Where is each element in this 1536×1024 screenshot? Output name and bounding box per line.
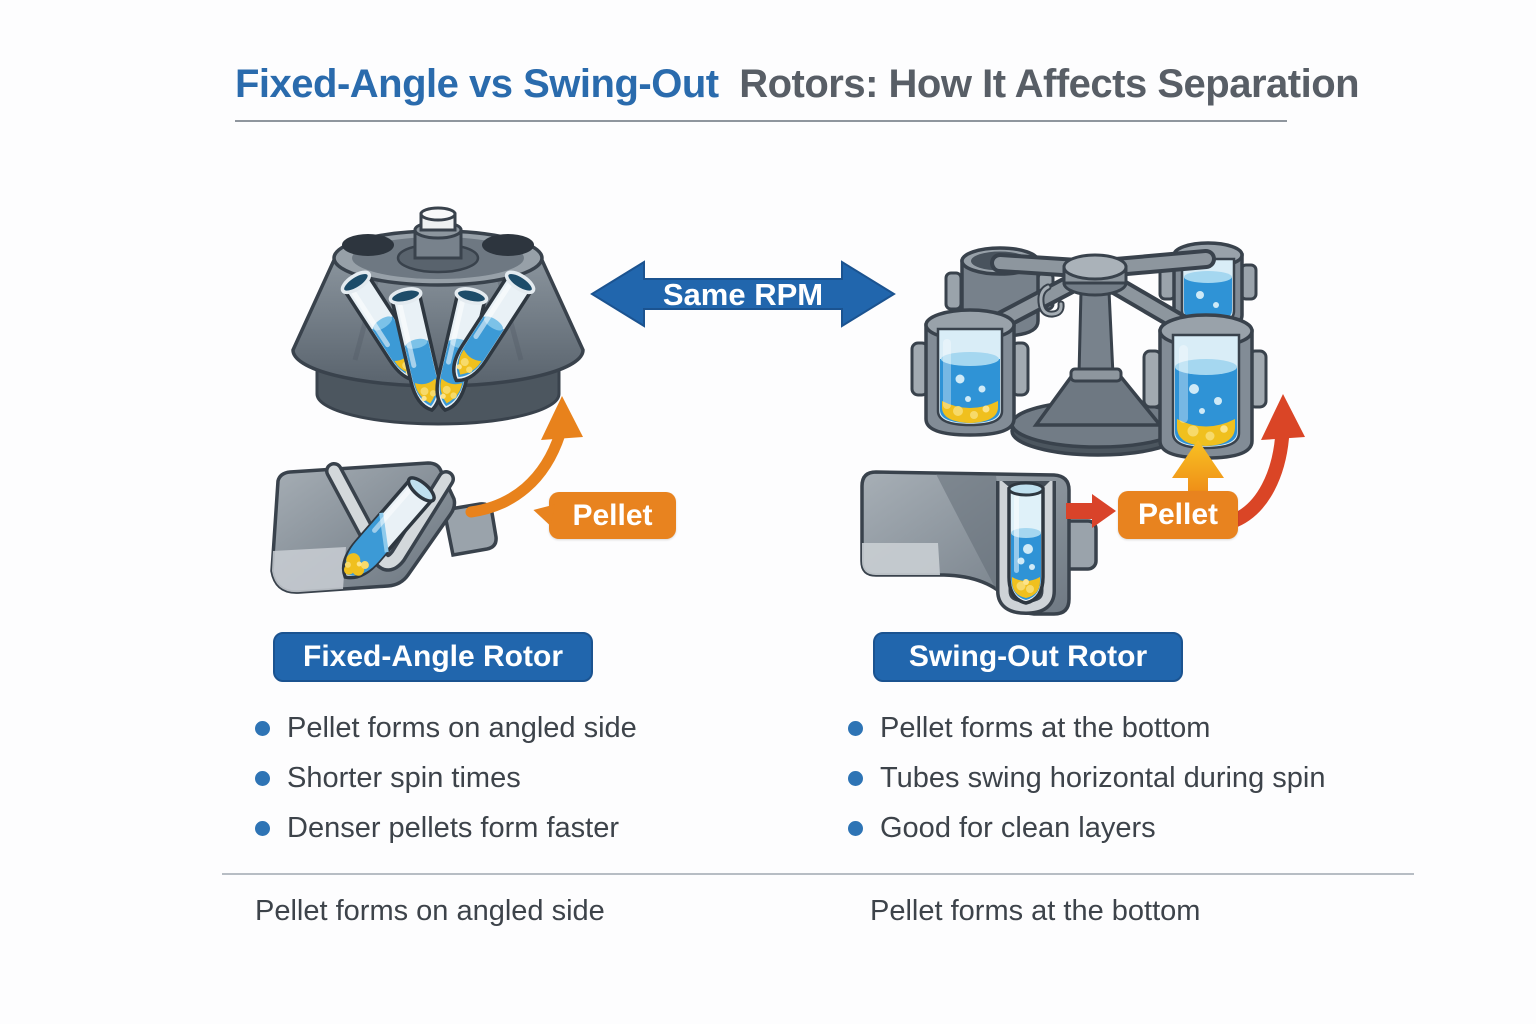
page-title: Fixed-Angle vs Swing-Out Rotors: How It …: [235, 58, 1360, 110]
list-item: Pellet forms on angled side: [255, 703, 715, 753]
bullet-text: Pellet forms on angled side: [287, 711, 637, 744]
list-item: Shorter spin times: [255, 753, 715, 803]
list-item: Tubes swing horizontal during spin: [848, 753, 1408, 803]
title-rest: Rotors: How It Affects Separation: [739, 62, 1360, 106]
pellet-pointer-arrow-icon: [1066, 494, 1116, 528]
vertical-tube: [1007, 481, 1045, 605]
list-item: Pellet forms at the bottom: [848, 703, 1408, 753]
angled-tube: [341, 476, 436, 580]
pellet-callout-right: Pellet: [1118, 491, 1238, 539]
pellet-callout-left: Pellet: [549, 492, 676, 539]
swing-bucket-pellet: [910, 308, 1030, 437]
swing-out-rotor-illustration: [910, 241, 1268, 460]
fixed-angle-bullet-list: Pellet forms on angled side Shorter spin…: [255, 703, 715, 853]
rotor-base: [1032, 375, 1164, 427]
bullet-dot-icon: [255, 720, 270, 736]
swing-out-rotor-badge: Swing-Out Rotor: [873, 632, 1183, 682]
bullet-text: Denser pellets form faster: [287, 811, 620, 844]
swing-out-bullet-list: Pellet forms at the bottom Tubes swing h…: [848, 703, 1408, 853]
bullet-dot-icon: [848, 720, 863, 736]
bullet-text: Good for clean layers: [880, 811, 1156, 844]
bullet-text: Pellet forms at the bottom: [880, 711, 1211, 744]
swing-bucket-pellet: [1142, 313, 1268, 460]
pellet-red-curved-arrow-icon: [1225, 394, 1305, 529]
rotor-pivot: [1062, 253, 1128, 281]
same-rpm-arrow-icon: Same RPM: [590, 260, 896, 328]
title-divider: [235, 120, 1287, 122]
swing-out-cutaway-illustration: [860, 470, 1098, 616]
fixed-angle-rotor-badge: Fixed-Angle Rotor: [273, 632, 593, 682]
same-rpm-label: Same RPM: [663, 277, 823, 312]
pellet-up-arrow-icon: [1172, 440, 1224, 495]
title-highlight: Fixed-Angle vs Swing-Out: [235, 62, 719, 106]
list-item: Denser pellets form faster: [255, 803, 715, 853]
list-item: Good for clean layers: [848, 803, 1408, 853]
pellet-curved-arrow-icon: [465, 396, 583, 518]
bullet-dot-icon: [255, 820, 270, 836]
bullet-text: Shorter spin times: [287, 761, 521, 794]
rotor-column: [1077, 289, 1115, 377]
bullet-dot-icon: [848, 770, 863, 786]
fixed-angle-cutaway-illustration: [270, 461, 498, 594]
fixed-angle-caption: Pellet forms on angled side: [255, 895, 605, 927]
centrifuge-tube: [452, 270, 536, 383]
bullet-dot-icon: [848, 820, 863, 836]
fixed-angle-rotor-illustration: [291, 206, 585, 426]
swing-out-caption: Pellet forms at the bottom: [870, 895, 1201, 927]
footer-divider: [222, 873, 1414, 875]
bullet-dot-icon: [255, 770, 270, 786]
bullet-text: Tubes swing horizontal during spin: [880, 761, 1326, 794]
